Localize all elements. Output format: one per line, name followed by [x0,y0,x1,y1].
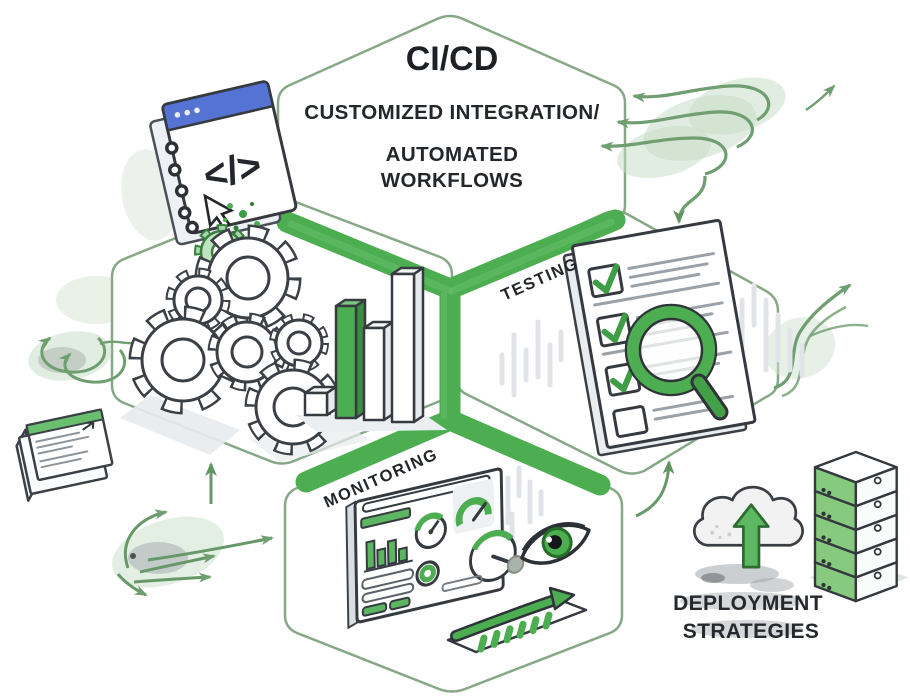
cicd-text-block: CI/CD CUSTOMIZED INTEGRATION/ AUTOMATED … [304,40,599,192]
cicd-subtitle-line3: WORKFLOWS [381,169,524,192]
eye-icon [520,521,591,565]
dashboard-gauge-tile [452,479,495,534]
down-arrow-to-testing [673,175,707,224]
swirl-arrows-left [28,331,141,384]
browser-code-window-icon: </> [149,80,298,246]
swirl-arrows-top-right [600,77,836,224]
cicd-subtitle-line1: CUSTOMIZED INTEGRATION/ [304,101,599,124]
server-leds [821,476,882,590]
upload-arrow-icon [732,503,770,569]
check-marks [592,263,637,393]
speedometer-gauge-icon [469,529,525,583]
spiral-binding [165,141,199,235]
dashboard-donut-gauge [414,512,447,549]
cicd-title: CI/CD [406,40,499,78]
monitoring-dashboard-icon [345,467,525,630]
document-card-icon [15,408,114,502]
isometric-bar-chart-icon [295,266,447,432]
hex-connector-bands [276,209,626,496]
deployment-shadow [680,564,804,638]
server-stack-icon [809,450,909,603]
up-arrow-to-testing-bottom [635,460,675,518]
browser-dots [174,107,200,118]
growth-arrow-ramp-icon [446,586,588,654]
dashboard-bar-chart [364,538,413,573]
browser-title-bar [161,80,275,132]
band-bottom-y [295,409,611,496]
branch-arrows-bottom-left [111,462,274,597]
magnifying-glass-icon [624,303,729,421]
deployment-label: DEPLOYMENT STRATEGIES [673,592,823,643]
waveform-pattern-testing [499,282,805,398]
deployment-label-line1: DEPLOYMENT [673,592,823,615]
cicd-subtitle-line2: AUTOMATED [386,143,519,166]
deployment-label-line2: STRATEGIES [683,620,820,643]
dashboard-donut-small [415,560,440,587]
cloud-upload-icon [693,485,804,569]
